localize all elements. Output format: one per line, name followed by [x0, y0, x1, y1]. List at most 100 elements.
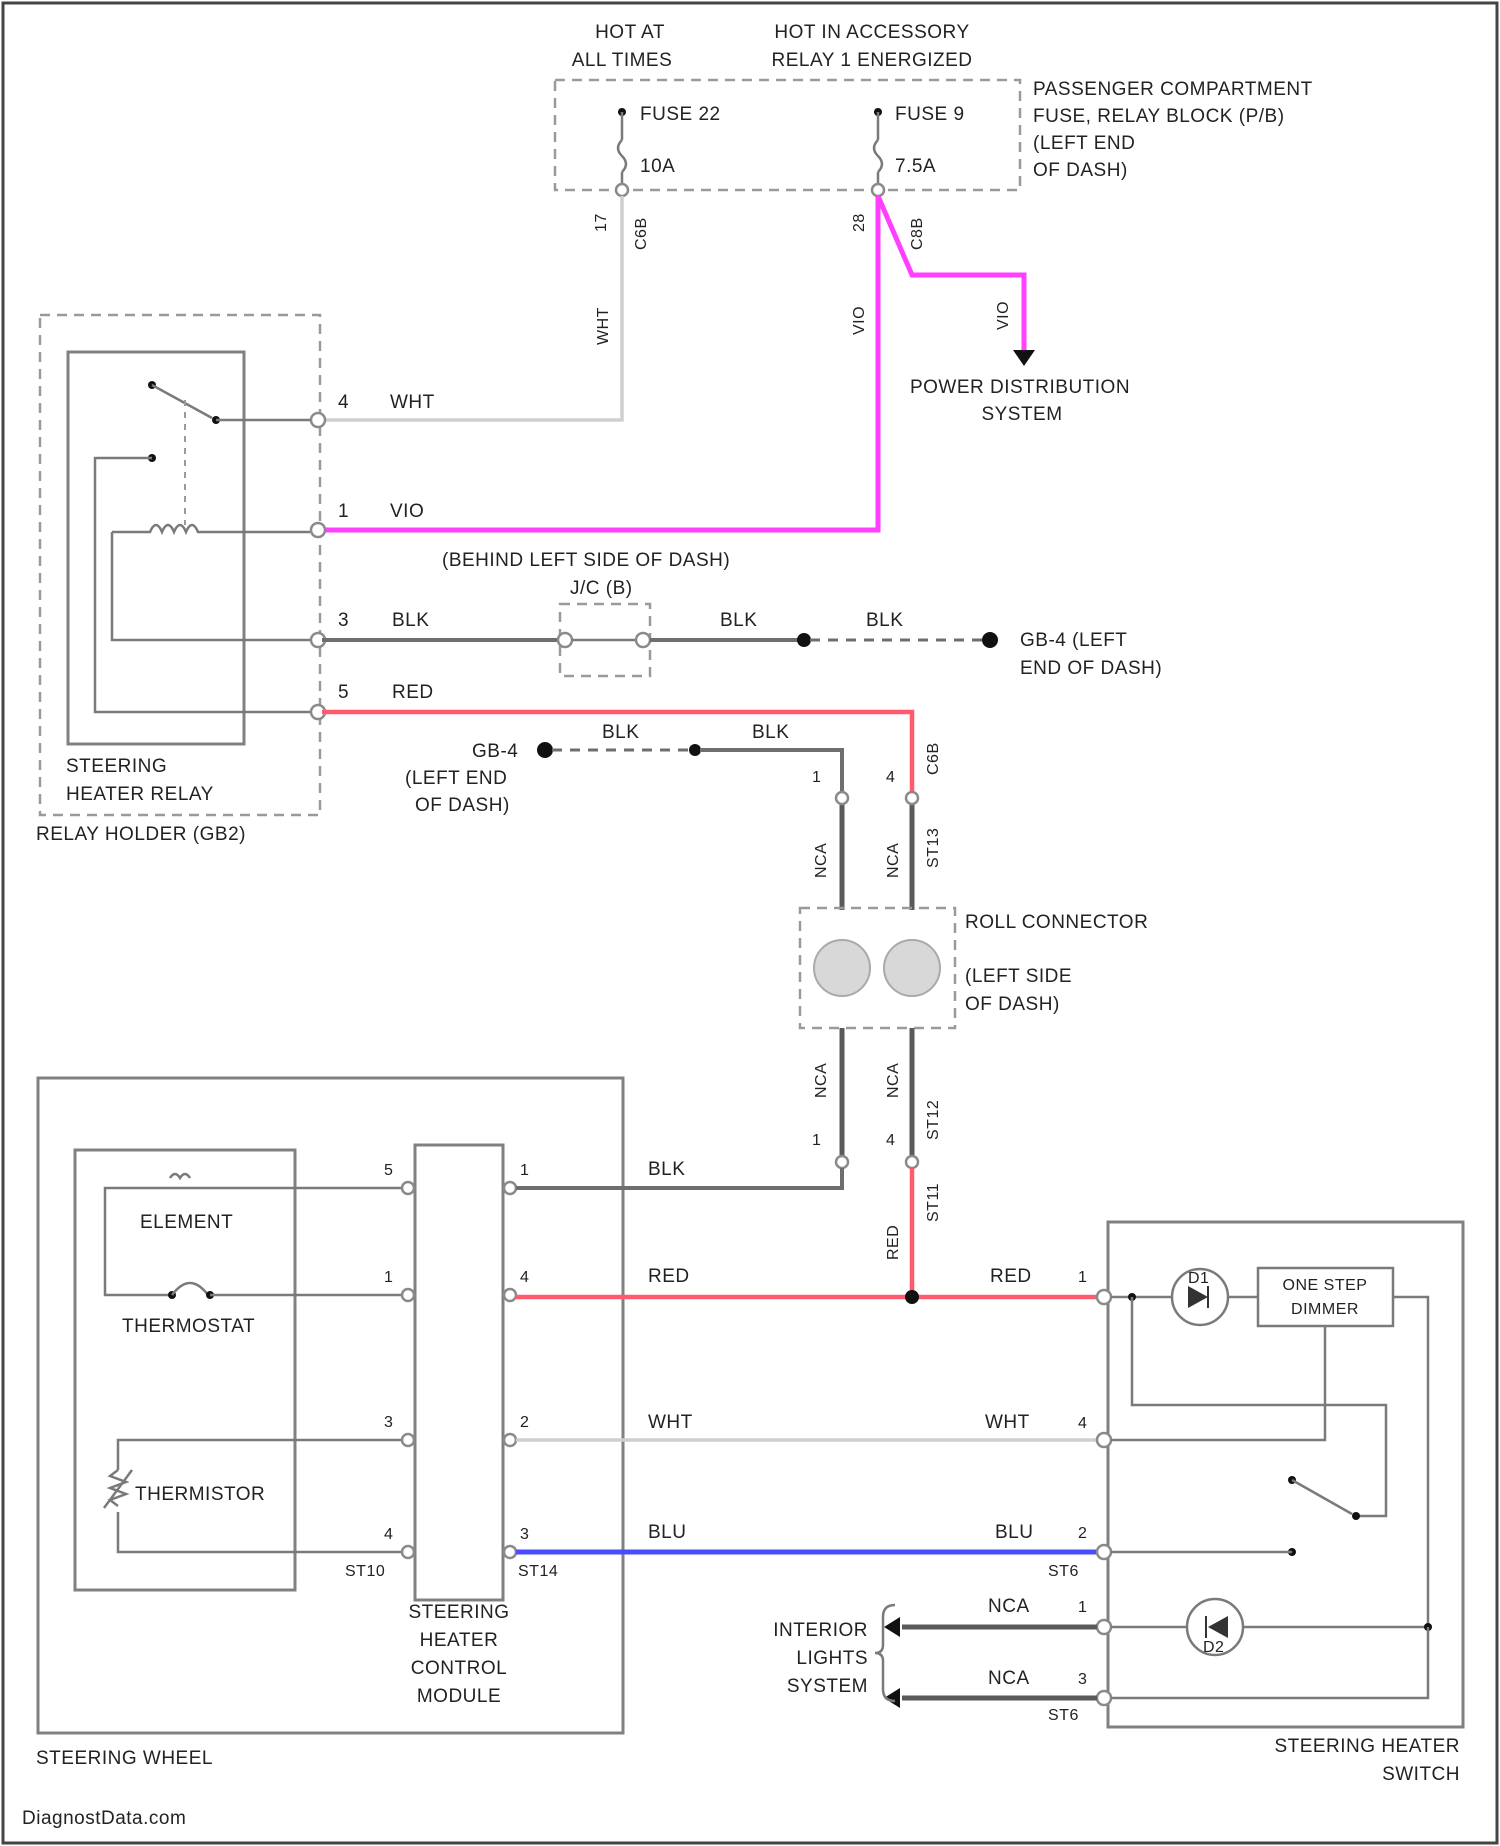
module-lpin-5 — [402, 1182, 414, 1194]
module-lpin-4 — [402, 1546, 414, 1558]
thermistor-top — [118, 1440, 405, 1470]
relay-holder-label: RELAY HOLDER (GB2) — [36, 824, 246, 845]
module-name-4: MODULE — [417, 1686, 501, 1707]
ground-2-label-3: OF DASH) — [415, 795, 510, 816]
hot-at-all-times-label: HOT AT — [595, 22, 665, 43]
steering-wheel-label: STEERING WHEEL — [36, 1748, 213, 1769]
roll-connector-coil-2 — [884, 940, 940, 996]
thermostat-symbol — [172, 1283, 208, 1295]
fuse-block-outline — [555, 80, 1020, 190]
module-rpin-1-label: 1 — [520, 1162, 529, 1179]
switch-pin-2-label: 2 — [1078, 1525, 1087, 1542]
wire-blk-label-1: BLK — [392, 610, 429, 631]
hot-accessory-label: HOT IN ACCESSORY — [774, 22, 969, 43]
ground-2-label: GB-4 — [472, 741, 518, 762]
wire-vio-label-vertical: VIO — [851, 306, 868, 335]
wire-red-label-1: RED — [648, 1266, 690, 1287]
fuse-22 — [616, 108, 628, 196]
fuse-block-label-4: OF DASH) — [1033, 160, 1128, 181]
wire-blk-label-5: BLK — [752, 722, 789, 743]
module-rpin-4 — [504, 1289, 516, 1301]
conn-st10-label: ST10 — [345, 1563, 385, 1580]
steering-heater-control-module — [415, 1145, 503, 1600]
interior-label-3: SYSTEM — [787, 1676, 868, 1697]
interior-label-2: LIGHTS — [796, 1648, 868, 1669]
hot-at-all-times-label-2: ALL TIMES — [572, 50, 673, 71]
wire-wht-relay-label: WHT — [390, 392, 435, 413]
nca-label-1: NCA — [813, 843, 830, 878]
roll-bottom-pin-4: 4 — [886, 1132, 895, 1149]
nca-label-2: NCA — [885, 843, 902, 878]
dimmer-label-2: DIMMER — [1291, 1301, 1359, 1318]
module-lpin-3 — [402, 1434, 414, 1446]
wire-blk-label-2: BLK — [720, 610, 757, 631]
wire-blk-label-6: BLK — [648, 1159, 685, 1180]
wire-red-label-vertical: RED — [885, 1225, 902, 1260]
relay-contacts — [95, 381, 316, 712]
nca-label-4: NCA — [885, 1063, 902, 1098]
roll-bottom-pin-1: 1 — [812, 1132, 821, 1149]
fuse-conn-c6b: C6B — [633, 217, 650, 250]
wire-blk-label-3: BLK — [866, 610, 903, 631]
conn-st6-label-1: ST6 — [1048, 1563, 1079, 1580]
wire-blu-label-2: BLU — [995, 1522, 1033, 1543]
relay-name: STEERING — [66, 756, 167, 777]
switch-internal — [1111, 1268, 1432, 1698]
module-lpin-3-label: 3 — [384, 1414, 393, 1431]
roll-top-pin-right — [906, 792, 918, 804]
ground-1-label-2: END OF DASH) — [1020, 658, 1162, 679]
switch-pin-1a-label: 1 — [1078, 1269, 1087, 1286]
module-rpin-3 — [504, 1546, 516, 1558]
conn-st13-label: ST13 — [925, 828, 942, 868]
switch-led-d2: D2 — [1203, 1639, 1224, 1656]
fuse-block-label-3: (LEFT END — [1033, 133, 1135, 154]
ground-gb4-1 — [982, 632, 998, 648]
junction-location: (BEHIND LEFT SIDE OF DASH) — [442, 550, 730, 571]
wire-vio-relay-label: VIO — [390, 501, 424, 522]
module-name-3: CONTROL — [411, 1658, 507, 1679]
relay-name-2: HEATER RELAY — [66, 784, 214, 805]
module-lpin-1 — [402, 1289, 414, 1301]
splice-blk-2 — [689, 744, 701, 756]
relay-pin-3-label: 3 — [338, 610, 349, 631]
ground-2-label-2: (LEFT END — [405, 768, 507, 789]
power-distribution-arrow — [1013, 350, 1035, 366]
switch-led-d1: D1 — [1188, 1270, 1209, 1287]
module-rpin-3-label: 3 — [520, 1526, 529, 1543]
module-rpin-2 — [504, 1434, 516, 1446]
fuse-pin-28: 28 — [851, 213, 868, 232]
fuse-block-label-2: FUSE, RELAY BLOCK (P/B) — [1033, 106, 1285, 127]
switch-pin-1b — [1097, 1620, 1111, 1634]
dimmer-label: ONE STEP — [1283, 1277, 1368, 1294]
fuse-9-name: FUSE 9 — [895, 104, 965, 125]
wire-blk-label-4: BLK — [602, 722, 639, 743]
jc-pin-in — [558, 633, 572, 647]
module-rpin-4-label: 4 — [520, 1269, 529, 1286]
conn-st12-label: ST12 — [925, 1100, 942, 1140]
fuse-9 — [872, 108, 884, 196]
switch-pin-4-label: 4 — [1078, 1415, 1087, 1432]
steering-wheel-outline — [38, 1078, 623, 1733]
conn-c6b-label: C6B — [925, 742, 942, 775]
module-lpin-4-label: 4 — [384, 1526, 393, 1543]
wire-red-relay-label: RED — [392, 682, 434, 703]
module-rpin-1 — [504, 1182, 516, 1194]
module-rpin-2-label: 2 — [520, 1414, 529, 1431]
element-symbol — [170, 1174, 190, 1178]
wire-wht-label-1: WHT — [648, 1412, 693, 1433]
fuse-block-label: PASSENGER COMPARTMENT — [1033, 79, 1313, 100]
wire-vio-label-pd: VIO — [995, 301, 1012, 330]
interior-arrow-1 — [884, 1617, 900, 1637]
relay-pin-1-label: 1 — [338, 501, 349, 522]
roll-bottom-pin-right — [906, 1156, 918, 1168]
conn-st6-label-2: ST6 — [1048, 1707, 1079, 1724]
interior-label: INTERIOR — [773, 1620, 868, 1641]
hot-accessory-label-2: RELAY 1 ENERGIZED — [771, 50, 972, 71]
switch-pin-3-label: 3 — [1078, 1671, 1087, 1688]
wire-blu-label-1: BLU — [648, 1522, 686, 1543]
module-name-2: HEATER — [420, 1630, 499, 1651]
fuse-conn-c8b: C8B — [909, 217, 926, 250]
interior-brace — [875, 1605, 895, 1701]
roll-connector-loc: (LEFT SIDE — [965, 966, 1072, 987]
